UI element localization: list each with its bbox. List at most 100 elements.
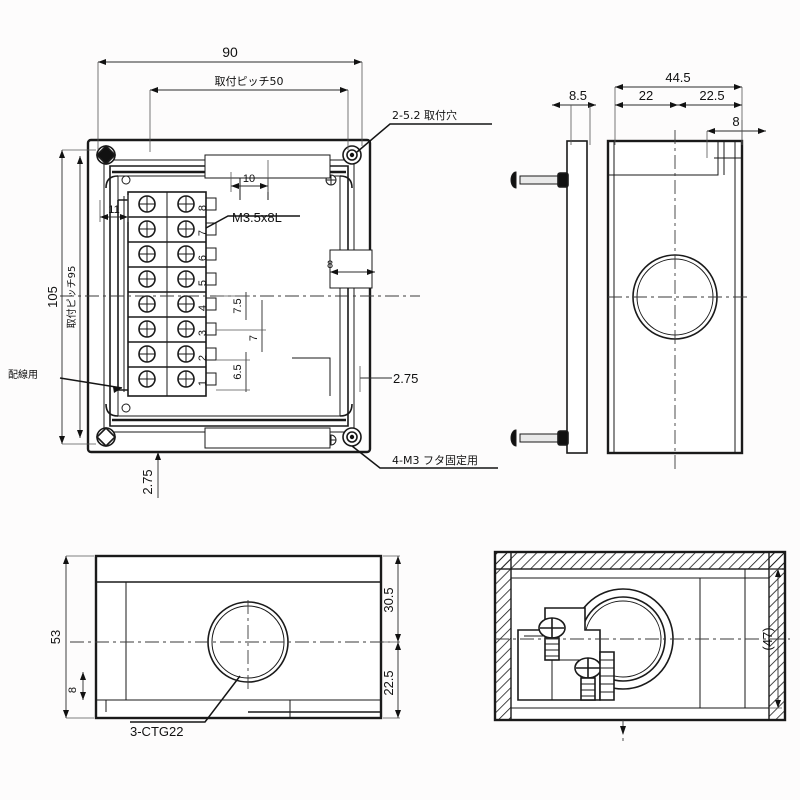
bolt-bottom-head (510, 429, 517, 447)
lid-screw-tl (121, 175, 131, 185)
section-connector-teeth (600, 659, 614, 693)
dim-plan-upper: 30.5 (381, 587, 396, 612)
dim-445-arrow-l (615, 84, 623, 90)
terminal-numbers: 8 7 6 5 4 3 2 1 (197, 205, 209, 386)
dim-47-ext (769, 568, 782, 709)
dim-47-arrow-t (775, 569, 781, 577)
dim-slot-width: 10 (243, 173, 255, 185)
dim-105-arrow-t (59, 150, 65, 158)
terminal-screws (138, 195, 195, 388)
dim-pitch-w-arrow-r (340, 87, 348, 93)
callout-cable-gland-leader (130, 675, 241, 723)
dim-plan-lower: 22.5 (381, 670, 396, 695)
dim-pitch-w-arrow-l (150, 87, 158, 93)
dim-53-arrow-b (63, 710, 69, 718)
side-bolts (510, 171, 569, 447)
section-centerline-arrow (620, 726, 626, 735)
dim-plan-overall: 53 (48, 630, 63, 644)
dim-90-arrow-l (98, 59, 106, 65)
dim-pitch-h-arrow-b (77, 430, 83, 438)
dim-305-arrow-b (395, 634, 401, 642)
side-top-notch (608, 141, 719, 176)
bolt-top-head (510, 171, 517, 189)
side-cover-plate (566, 140, 588, 454)
right-side-view: 44.5 8.5 22 22.5 8 (510, 70, 766, 470)
callout-screw-leader (205, 215, 300, 229)
section-hatch-right (768, 551, 786, 721)
dim-225-arrow-l (678, 102, 686, 108)
bolt-bottom-collar (557, 430, 569, 446)
dim-8-arrow-r (367, 269, 375, 275)
dim-53-arrow-t (63, 556, 69, 564)
dim-11-ext (99, 195, 129, 222)
terminal-rows (128, 192, 217, 396)
dim-flange: 8 (732, 114, 739, 129)
front-view: 8 7 6 5 4 3 2 1 90 取付ピッチ50 105 (8, 44, 498, 498)
corner-tl (105, 175, 119, 189)
dim-corner-offset-right: 2.75 (393, 371, 418, 386)
dim-pitch-h-arrow-t (77, 156, 83, 164)
dim-22-arrow-r (670, 102, 678, 108)
dim-105-arrow-b (59, 436, 65, 444)
section-terminal-assembly (517, 607, 615, 701)
pitch-dim-lines (245, 292, 263, 392)
dim-305-ext (383, 555, 400, 643)
bottom-slot (204, 427, 331, 449)
dim-10-arrow-l (231, 183, 239, 189)
top-slot (204, 154, 331, 179)
dim-edge-offset-left: 11 (108, 204, 119, 216)
terminal-number-2: 2 (197, 355, 209, 361)
dim-lip-arrow-t (80, 672, 86, 680)
dim-overall-width: 90 (222, 44, 238, 60)
callout-mounting-hole: 2-5.2 取付穴 (392, 108, 457, 122)
callout-cable-gland: 3-CTG22 (130, 724, 183, 739)
dim-flange-arrow-r (758, 128, 766, 134)
dim-cover-gap: 8.5 (569, 88, 587, 103)
terminal-number-4: 4 (197, 305, 209, 311)
dim-10-ext (230, 160, 269, 192)
callout-wiring: 配線用 (8, 368, 38, 381)
dim-section-inner-height: (47) (760, 627, 775, 650)
callout-mounting-hole-leader (356, 123, 492, 153)
right-inner-slot (329, 249, 373, 289)
dim-pitch-w-ext (149, 90, 349, 152)
boss-bl-diamond (95, 426, 117, 448)
dim-plan-lip: 8 (67, 687, 79, 693)
dim-105-ext (62, 149, 96, 445)
terminal-number-1: 1 (197, 380, 209, 386)
dim-terminal-pitch-c: 6.5 (232, 364, 244, 379)
terminal-number-7: 7 (197, 230, 209, 236)
dim-10-arrow-r (260, 183, 268, 189)
dim-overall-height: 105 (45, 286, 60, 308)
dim-225-arrow-r (734, 102, 742, 108)
dim-47-arrow-b (775, 700, 781, 708)
dim-90-ext (97, 62, 363, 150)
corner-bl (105, 403, 119, 417)
terminal-number-3: 3 (197, 330, 209, 336)
terminal-number-8: 8 (197, 205, 209, 211)
bottom-plan-view: 53 30.5 22.5 8 3-CTG22 (48, 554, 401, 739)
callout-wiring-leader (59, 377, 123, 389)
terminal-block: 8 7 6 5 4 3 2 1 (117, 191, 217, 397)
bolt-top-collar (557, 172, 569, 188)
callout-screw: M3.5x8L (232, 210, 282, 225)
dim-terminal-pitch-a: 7.5 (232, 298, 244, 313)
pitch-ext-lines (216, 295, 266, 391)
boss-tl-diamond (95, 144, 117, 166)
dim-275-b-arrow (155, 452, 161, 460)
right-step (292, 357, 331, 396)
section-screws (538, 617, 602, 701)
dim-85-arrow-l (552, 102, 560, 108)
dim-terminal-pitch-b: 7 (248, 335, 260, 341)
plan-bottom-ticks (105, 700, 291, 718)
terminal-number-6: 6 (197, 255, 209, 261)
dim-flange-arrow-l (707, 128, 715, 134)
mounting-hole-top-center (349, 152, 355, 158)
dim-53-ext (66, 555, 94, 719)
dim-90-arrow-r (354, 59, 362, 65)
corner-tr (339, 175, 353, 189)
dim-flange-ext (706, 120, 743, 158)
dim-side-total: 44.5 (665, 70, 690, 85)
lid-screw-bl (121, 403, 131, 413)
